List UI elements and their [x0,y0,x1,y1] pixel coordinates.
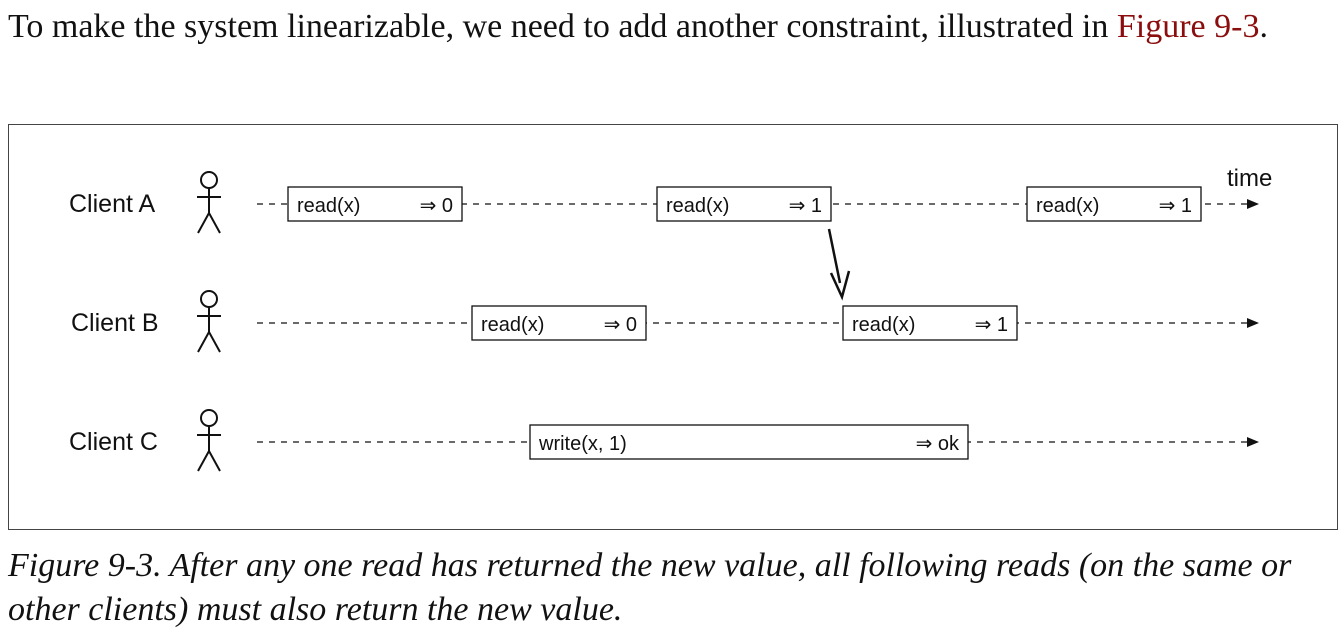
time-label: time [1227,165,1272,192]
op-box: read(x) ⇒ 1 [842,305,1018,341]
paragraph-end: . [1259,8,1268,45]
figure-caption: Figure 9-3. After any one read has retur… [8,547,1292,628]
op-box: read(x) ⇒ 1 [1026,186,1202,222]
op-label: read(x) [852,314,915,336]
stick-figure-icon [197,290,221,353]
stick-figure-icon [197,409,221,472]
op-box: read(x) ⇒ 1 [656,186,832,222]
op-result: ⇒ 1 [789,195,822,217]
sequence-diagram: time Client A read(x) ⇒ 0 read(x) ⇒ 1 [69,165,1272,472]
op-result: ⇒ 1 [1159,195,1192,217]
op-label: write(x, 1) [538,433,627,455]
client-c-row: Client C write(x, 1) ⇒ ok [69,409,1259,472]
op-label: read(x) [297,195,360,217]
figure-9-3: time Client A read(x) ⇒ 0 read(x) ⇒ 1 [8,124,1338,530]
op-box: write(x, 1) ⇒ ok [529,424,969,460]
op-result: ⇒ ok [916,433,960,455]
client-b-label: Client B [71,309,159,337]
client-c-label: Client C [69,428,158,456]
client-a-row: Client A read(x) ⇒ 0 read(x) ⇒ 1 [69,171,1259,234]
client-b-row: Client B read(x) ⇒ 0 read(x) ⇒ 1 [71,290,1259,353]
op-result: ⇒ 0 [604,314,637,336]
op-result: ⇒ 0 [420,195,453,217]
op-label: read(x) [1036,195,1099,217]
op-label: read(x) [666,195,729,217]
client-a-label: Client A [69,190,155,218]
op-label: read(x) [481,314,544,336]
figure-link[interactable]: Figure 9-3 [1116,8,1260,45]
paragraph-text: To make the system linearizable, we need… [8,8,1117,45]
op-box: read(x) ⇒ 0 [287,186,463,222]
causality-arrow [827,228,851,301]
stick-figure-icon [197,171,221,234]
body-paragraph: To make the system linearizable, we need… [8,4,1338,50]
op-box: read(x) ⇒ 0 [471,305,647,341]
op-result: ⇒ 1 [975,314,1008,336]
